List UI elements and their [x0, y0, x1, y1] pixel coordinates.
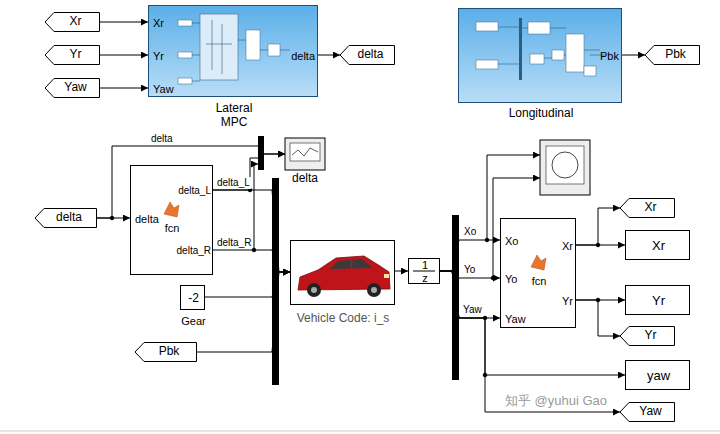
block-text: delta [135, 213, 159, 226]
block-text: Yo [505, 273, 517, 286]
subsystem-block: XrYrYawdeltaLateral MPC [148, 5, 318, 97]
block-text: Yaw [505, 313, 526, 326]
block-text: yaw [647, 369, 670, 384]
tag-name: Yaw [639, 405, 661, 419]
block-text: fcn [532, 275, 547, 288]
block-text: delta_L [178, 185, 211, 197]
block-text: Xr [153, 17, 164, 30]
signal-wire [576, 245, 625, 246]
wire-label: Yo [463, 264, 476, 276]
workspace-block: Yr [625, 285, 690, 315]
block-text: Yr [652, 294, 665, 309]
signal-wire [576, 300, 620, 336]
signal-wire [100, 22, 148, 23]
xy-graph-icon [540, 140, 590, 195]
block-text: 1 [422, 259, 428, 272]
watermark: 知乎 @yuhui Gao [505, 392, 607, 410]
block-text: Yr [562, 295, 573, 308]
block-text: delta_R [177, 245, 211, 257]
tag-name: Xr [70, 15, 82, 29]
car-illustration [298, 256, 390, 297]
signal-wire [100, 55, 148, 56]
signal-tag: Xr [45, 12, 100, 32]
signal-wire [100, 88, 148, 89]
signal-wire [97, 146, 285, 218]
longitudinal-subsystem-icon [458, 8, 622, 103]
block-text: Yr [153, 50, 164, 63]
signal-tag: delta [340, 45, 395, 65]
demux-bar [452, 215, 459, 380]
signal-tag: Pbk [135, 342, 197, 362]
signal-tag: Yr [620, 326, 675, 346]
lateral-subsystem-icon [148, 5, 318, 97]
block-text: Xo [505, 235, 518, 248]
block-text: -2 [188, 292, 199, 306]
constant-block: -2Gear [180, 285, 205, 310]
signal-wire [440, 271, 500, 318]
tag-name: Yaw [64, 81, 86, 95]
scope-block: delta [285, 138, 325, 170]
block-text: Yaw [153, 83, 174, 96]
signal-tag: Yaw [620, 402, 675, 422]
signal-tag: Yr [45, 45, 100, 65]
workspace-block: yaw [625, 360, 690, 390]
wire-label: delta [150, 133, 174, 145]
block-text: fcn [165, 222, 180, 235]
tag-name: Pbk [665, 48, 686, 62]
tag-name: Xr [645, 201, 657, 215]
mux-bar [272, 178, 279, 385]
wire-label: Xo [463, 226, 477, 238]
wire-label: delta_R [216, 237, 252, 249]
matlab-logo [531, 255, 546, 270]
signal-wire [318, 55, 340, 56]
block-text: Xr [652, 239, 665, 254]
branch-wires [110, 155, 600, 377]
tag-name: Yr [70, 48, 82, 62]
signal-wire [440, 271, 620, 412]
workspace-block: Xr [625, 230, 690, 260]
block-text: delta [292, 172, 318, 186]
block-text: z [422, 272, 428, 285]
unit-delay-block: 1z [408, 258, 440, 284]
page-separator [0, 431, 720, 432]
vehicle-block: Vehicle Code: i_s [290, 240, 395, 305]
tag-name: Pbk [159, 345, 180, 359]
signal-tag: Yaw [45, 78, 100, 98]
signal-tag: delta [35, 208, 97, 228]
signal-tag: Pbk [645, 45, 700, 65]
function-block: delta fcn delta_L delta_R [130, 165, 213, 275]
signal-wire [576, 208, 620, 245]
subsystem-block: PbkLongitudinal [458, 8, 622, 103]
mux-bar [258, 136, 264, 170]
block-text: Vehicle Code: i_s [297, 312, 390, 326]
block-text: Lateral MPC [204, 102, 264, 130]
wire-label: Yaw [462, 304, 483, 316]
function-block: XoYoYaw fcn XrYr [500, 218, 576, 328]
scope-icon [285, 138, 325, 170]
block-text: Longitudinal [509, 107, 574, 121]
block-text: Gear [181, 315, 205, 328]
block-text: delta [291, 50, 315, 63]
tag-name: delta [56, 211, 82, 225]
block-text: Xr [562, 240, 573, 253]
signal-wire [395, 271, 408, 272]
signal-wire [440, 271, 625, 375]
block-text: Pbk [600, 50, 619, 63]
wire-label: delta_L [216, 177, 251, 189]
tag-name: Yr [645, 329, 657, 343]
signal-wire [622, 55, 645, 56]
tag-name: delta [357, 48, 383, 62]
matlab-logo [164, 202, 179, 217]
signal-tag: Xr [620, 198, 675, 218]
